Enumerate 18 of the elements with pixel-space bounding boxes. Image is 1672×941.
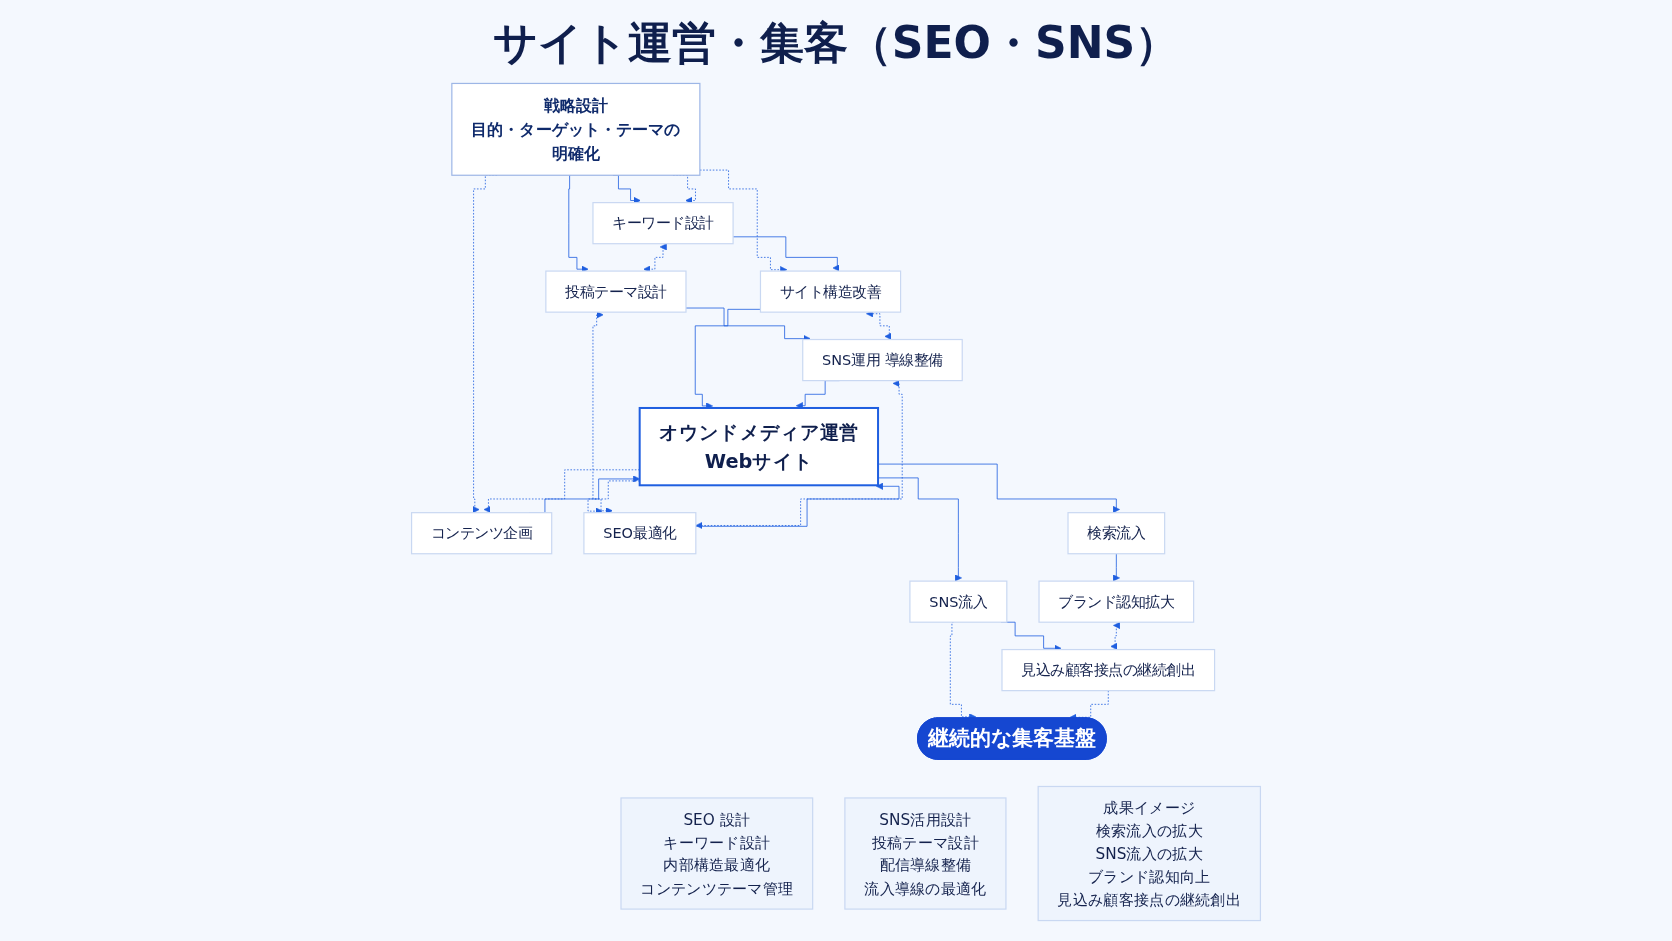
node-box: ブランド認知拡大 [1038,580,1195,623]
node-box: SNS活用設計 投稿テーマ設計 配信導線整備 流入導線の最適化 [844,797,1007,910]
node-box: SEO 設計 キーワード設計 内部構造最適化 コンテンツテーマ管理 [620,797,814,910]
arrow [643,243,667,273]
node-box: 検索流入 [1067,512,1166,555]
node-box: 戦略設計 目的・ターゲット・テーマの明確化 [451,82,701,176]
node-box: キーワード設計 [592,202,734,245]
node-box: 成果イメージ 検索流入の拡大 SNS流入の拡大 ブランド認知向上 見込み顧客接点の継続創出 [1037,785,1262,922]
node-box: オウンドメディア運営 Webサイト [638,406,880,487]
node-box: コンテンツ企画 [410,512,553,555]
node-box: サイト構造改善 [759,270,902,313]
diagram-title: サイト運営・集客（SEO・SNS） [491,16,1181,70]
node-box: 見込み顧客接点の継続創出 [1001,648,1216,692]
node-box: SNS流入 [909,580,1008,623]
node-box: 投稿テーマ設計 [545,270,687,313]
node-box: SEO最適化 [583,512,697,555]
arrow [1110,622,1120,650]
node-box: SNS運用 導線整備 [802,338,963,382]
